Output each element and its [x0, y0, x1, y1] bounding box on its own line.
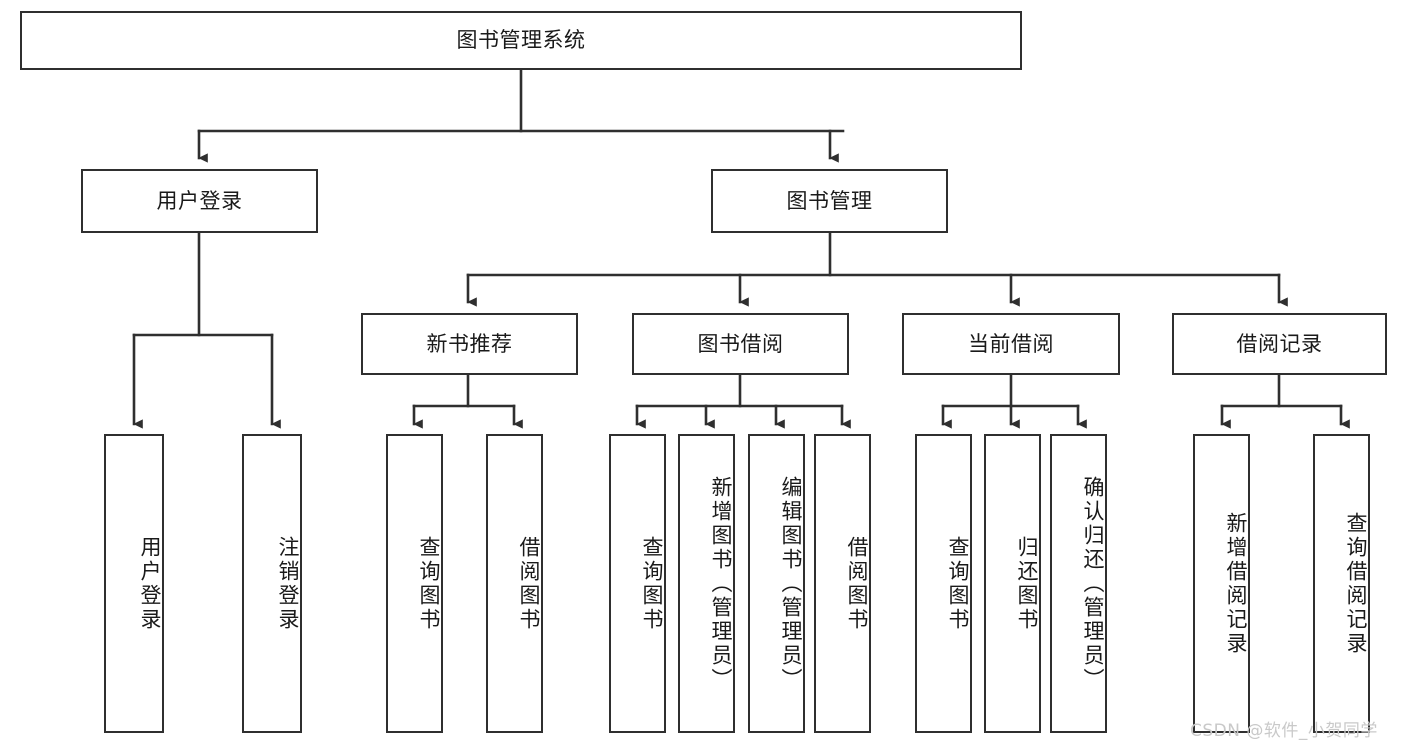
- leaf-label: 新增借阅记录: [1224, 511, 1248, 656]
- leaf-label: 归还图书: [1015, 535, 1039, 632]
- leaf-label: 新增图书（管理员）: [709, 475, 733, 692]
- node-new-book-recommend[interactable]: 新书推荐: [361, 313, 578, 375]
- node-current-borrow-label: 当前借阅: [968, 331, 1054, 356]
- node-new-book-recommend-label: 新书推荐: [426, 331, 513, 356]
- leaf-borrow-record-query[interactable]: 查询借阅记录: [1313, 434, 1370, 733]
- leaf-borrow-record-add[interactable]: 新增借阅记录: [1193, 434, 1250, 733]
- leaf-label: 借阅图书: [517, 535, 541, 632]
- leaf-user-login-login[interactable]: 用户登录: [104, 434, 164, 733]
- leaf-new-book-borrow[interactable]: 借阅图书: [486, 434, 543, 733]
- leaf-new-book-query[interactable]: 查询图书: [386, 434, 443, 733]
- leaf-label: 查询借阅记录: [1344, 511, 1368, 656]
- node-book-management-label: 图书管理: [786, 188, 873, 213]
- leaf-label: 查询图书: [640, 535, 664, 632]
- node-borrow-record[interactable]: 借阅记录: [1172, 313, 1387, 375]
- leaf-book-borrow-add[interactable]: 新增图书（管理员）: [678, 434, 735, 733]
- node-root-label: 图书管理系统: [456, 28, 586, 53]
- csdn-watermark: CSDN @软件_小贺同学: [1190, 721, 1378, 741]
- node-user-login[interactable]: 用户登录: [81, 169, 318, 233]
- leaf-current-borrow-confirm-return[interactable]: 确认归还（管理员）: [1050, 434, 1107, 733]
- leaf-book-borrow-query[interactable]: 查询图书: [609, 434, 666, 733]
- leaf-book-borrow-edit[interactable]: 编辑图书（管理员）: [748, 434, 805, 733]
- node-current-borrow[interactable]: 当前借阅: [902, 313, 1120, 375]
- leaf-current-borrow-return[interactable]: 归还图书: [984, 434, 1041, 733]
- node-user-login-label: 用户登录: [156, 188, 243, 213]
- node-book-borrow[interactable]: 图书借阅: [632, 313, 849, 375]
- leaf-label: 查询图书: [946, 535, 970, 632]
- node-book-borrow-label: 图书借阅: [697, 331, 784, 356]
- leaf-user-login-logout[interactable]: 注销登录: [242, 434, 302, 733]
- leaf-label: 确认归还（管理员）: [1081, 475, 1105, 692]
- leaf-label: 借阅图书: [845, 535, 869, 632]
- node-root[interactable]: 图书管理系统: [20, 11, 1022, 70]
- leaf-label: 编辑图书（管理员）: [779, 475, 803, 692]
- leaf-label: 用户登录: [138, 535, 162, 632]
- leaf-book-borrow-borrow[interactable]: 借阅图书: [814, 434, 871, 733]
- leaf-label: 查询图书: [417, 535, 441, 632]
- node-borrow-record-label: 借阅记录: [1236, 331, 1323, 356]
- leaf-label: 注销登录: [276, 535, 300, 632]
- node-book-management[interactable]: 图书管理: [711, 169, 948, 233]
- leaf-current-borrow-query[interactable]: 查询图书: [915, 434, 972, 733]
